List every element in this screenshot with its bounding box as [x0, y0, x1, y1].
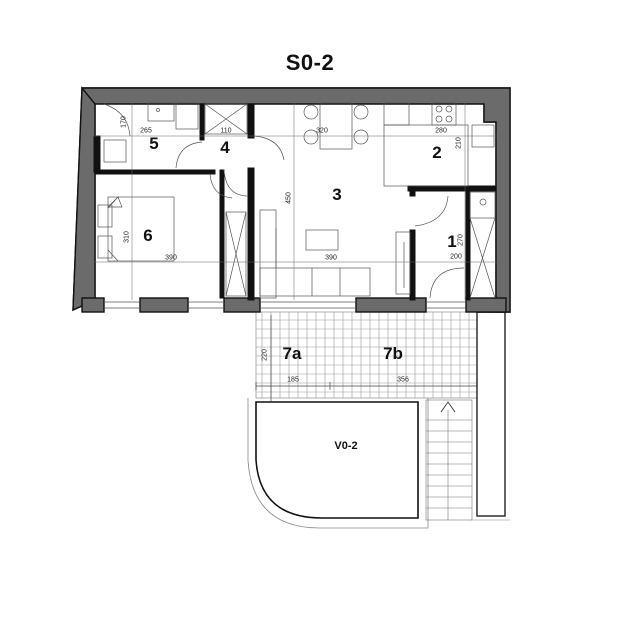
dimension-label: 320 — [316, 127, 328, 135]
unit-title: S0-2 — [285, 50, 335, 75]
arrow-up-icon — [440, 401, 456, 413]
room-7a-label: 7a — [282, 344, 302, 363]
garden-unit-v0-2 — [247, 398, 429, 529]
dimension-label: 110 — [220, 127, 232, 135]
windows — [104, 301, 466, 309]
dimension-label: 170 — [120, 116, 128, 128]
stairs — [425, 399, 473, 521]
dimension-label: 220 — [261, 349, 269, 361]
dimension-label: 265 — [140, 127, 152, 135]
dimension-label: 200 — [450, 253, 462, 261]
dimension-label: 450 — [285, 192, 293, 204]
room-2-label: 2 — [432, 143, 442, 162]
room-3-label: 3 — [332, 185, 342, 204]
side-wall-pillar — [476, 311, 506, 517]
dimension-label: 270 — [457, 234, 465, 246]
dimension-label: 390 — [325, 254, 337, 262]
bottom-walls — [81, 297, 507, 313]
room-6-label: 6 — [143, 226, 153, 245]
room-4-label: 4 — [220, 138, 230, 157]
furniture-and-fixtures — [97, 102, 496, 299]
room-1-label: 1 — [447, 232, 457, 251]
dimension-label: 210 — [455, 137, 463, 149]
dimension-label: 356 — [397, 376, 409, 384]
room-7b-label: 7b — [383, 344, 403, 363]
garden-unit-label: V0-2 — [334, 440, 358, 452]
dimension-label: 185 — [287, 376, 299, 384]
dimension-label: 390 — [165, 254, 177, 262]
dimension-label: 310 — [123, 231, 131, 243]
terrace-grid — [255, 311, 483, 399]
dimension-lines — [82, 100, 500, 300]
dimension-label: 280 — [435, 127, 447, 135]
room-5-label: 5 — [149, 134, 159, 153]
